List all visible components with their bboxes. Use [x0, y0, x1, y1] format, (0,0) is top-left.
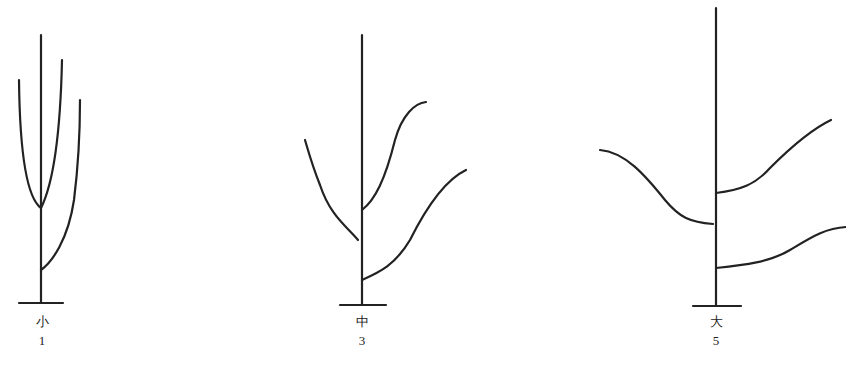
callout-number: 1: [39, 333, 46, 349]
branch: [41, 100, 80, 270]
branch: [362, 170, 466, 280]
size-label: 小: [36, 314, 49, 330]
callout-number: 5: [713, 333, 720, 349]
branch: [19, 80, 41, 208]
branch: [600, 150, 713, 224]
branch: [716, 227, 846, 268]
size-label: 大: [710, 314, 723, 330]
branch: [41, 60, 62, 208]
trunk: [40, 35, 42, 303]
callout-number: 3: [359, 333, 366, 349]
branch: [362, 102, 426, 210]
base-line: [693, 305, 741, 307]
branch: [305, 140, 358, 240]
size-label: 中: [356, 314, 369, 330]
base-line: [340, 304, 386, 306]
trunk: [361, 35, 363, 305]
branch: [716, 120, 831, 193]
trunk: [715, 8, 717, 306]
base-line: [19, 302, 63, 304]
